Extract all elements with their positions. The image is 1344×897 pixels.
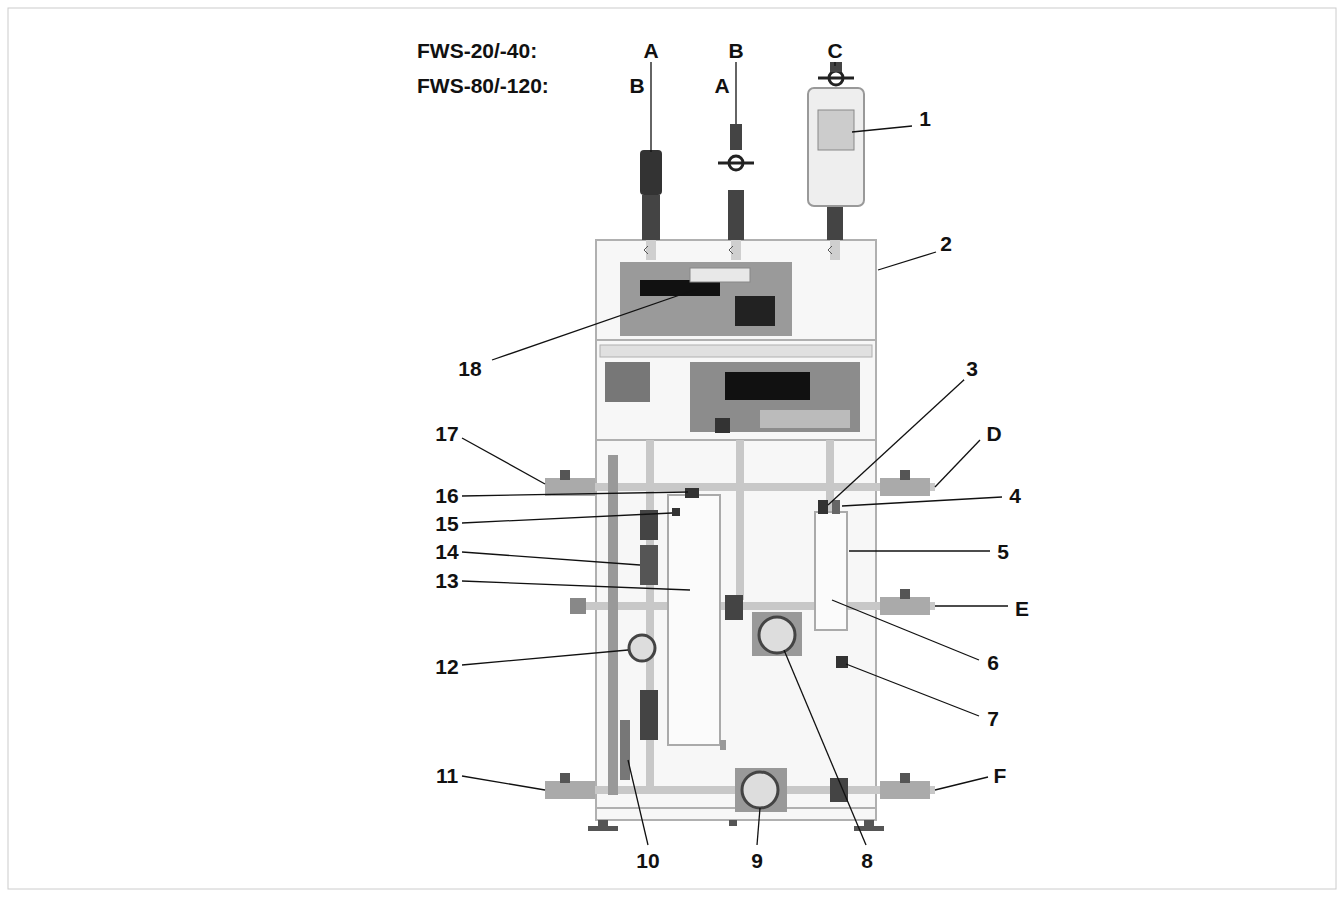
callout-number: 5	[995, 540, 1011, 563]
valves	[545, 470, 930, 799]
leader-lines	[462, 62, 1008, 845]
callout-number: 13	[433, 569, 460, 592]
controller	[600, 262, 872, 433]
callout-number: 9	[749, 849, 765, 872]
connection-letter: A	[712, 74, 731, 97]
callout-number: 12	[433, 655, 460, 678]
callout-number: 8	[859, 849, 875, 872]
model-label: FWS-20/-40:	[415, 39, 539, 62]
piping	[545, 440, 935, 790]
callout-number: 14	[433, 540, 460, 563]
page-border	[8, 8, 1336, 889]
callout-number: 17	[433, 422, 460, 445]
callout-number: 3	[964, 357, 980, 380]
callout-number: 16	[433, 484, 460, 507]
connection-letter: B	[627, 74, 646, 97]
connection-letter: E	[1013, 597, 1031, 620]
connection-letter: A	[641, 39, 660, 62]
callout-number: 11	[434, 764, 460, 787]
connection-letter: B	[726, 39, 745, 62]
feet	[588, 820, 884, 831]
callout-number: 2	[938, 232, 954, 255]
connection-letter: F	[992, 764, 1009, 787]
connection-letter: D	[984, 422, 1003, 445]
callout-number: 15	[433, 512, 460, 535]
heat-exchanger	[629, 488, 743, 750]
callout-number: 1	[917, 107, 933, 130]
rod	[608, 455, 630, 795]
frame	[596, 240, 876, 820]
callout-number: 7	[985, 707, 1001, 730]
callout-number: 4	[1007, 484, 1023, 507]
model-label: FWS-80/-120:	[415, 74, 551, 97]
callout-number: 10	[634, 849, 661, 872]
pumps	[735, 612, 848, 812]
callout-number: 18	[456, 357, 483, 380]
top-connections	[640, 62, 864, 260]
callout-number: 6	[985, 651, 1001, 674]
connection-letter: C	[825, 39, 844, 62]
module-6	[815, 500, 848, 668]
